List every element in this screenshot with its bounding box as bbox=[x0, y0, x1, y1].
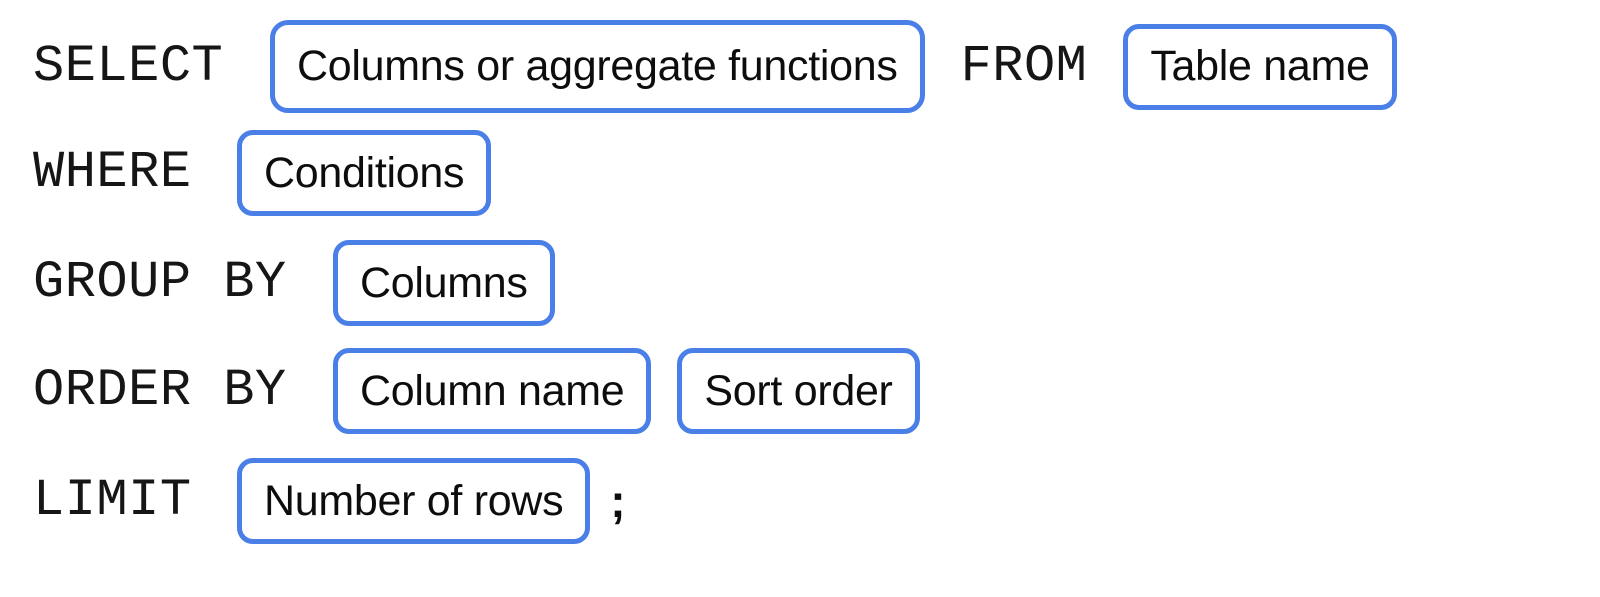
sql-line-order-by: ORDER BY Column name Sort order bbox=[33, 348, 920, 434]
slot-label-order-by-column-name: Column name bbox=[360, 366, 625, 415]
sql-keyword-group-by: GROUP BY bbox=[33, 253, 287, 312]
slot-group-by-columns[interactable]: Columns bbox=[333, 240, 555, 326]
slot-label-conditions: Conditions bbox=[264, 148, 465, 197]
sql-keyword-select: SELECT bbox=[33, 36, 224, 96]
slot-conditions[interactable]: Conditions bbox=[237, 130, 492, 216]
slot-order-by-column-name[interactable]: Column name bbox=[333, 348, 652, 434]
slot-number-of-rows[interactable]: Number of rows bbox=[237, 458, 591, 544]
slot-sort-order[interactable]: Sort order bbox=[677, 348, 920, 434]
slot-table-name[interactable]: Table name bbox=[1123, 23, 1397, 110]
sql-keyword-order-by: ORDER BY bbox=[33, 361, 287, 420]
sql-line-limit: LIMIT Number of rows ; bbox=[33, 458, 626, 544]
sql-keyword-where: WHERE bbox=[33, 143, 192, 202]
slot-label-columns-or-aggregate-functions: Columns or aggregate functions bbox=[297, 42, 898, 90]
slot-label-number-of-rows: Number of rows bbox=[264, 476, 564, 525]
sql-keyword-from: FROM bbox=[960, 36, 1088, 96]
slot-label-table-name: Table name bbox=[1150, 42, 1370, 90]
sql-line-group-by: GROUP BY Columns bbox=[33, 240, 555, 326]
statement-terminator: ; bbox=[610, 475, 626, 527]
slot-label-group-by-columns: Columns bbox=[360, 258, 528, 307]
sql-line-select: SELECT Columns or aggregate functions FR… bbox=[33, 20, 1397, 113]
slot-label-sort-order: Sort order bbox=[704, 366, 893, 415]
slot-columns-or-aggregate-functions[interactable]: Columns or aggregate functions bbox=[270, 20, 925, 113]
sql-keyword-limit: LIMIT bbox=[33, 471, 192, 530]
sql-line-where: WHERE Conditions bbox=[33, 130, 492, 216]
